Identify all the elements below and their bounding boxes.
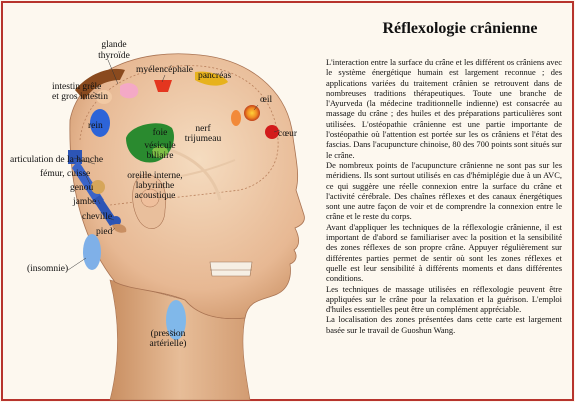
head-shape xyxy=(69,53,305,320)
label-pression: (pression xyxy=(150,329,186,339)
zone-coeur xyxy=(265,125,279,139)
label-oreille-interne: oreille interne, xyxy=(127,171,183,181)
label-foie: foie xyxy=(152,128,168,138)
brain-outline xyxy=(79,65,279,206)
paragraph: Les techniques de massage utilisées en r… xyxy=(326,283,562,315)
paragraph: La localisation des zones présentées dan… xyxy=(326,314,562,335)
label-femur-cuisse: fémur, cuisse xyxy=(40,169,91,179)
paragraph: L'interaction entre la surface du crâne … xyxy=(326,57,562,160)
zone-gros-intestin xyxy=(75,68,125,100)
label-pied: pied xyxy=(96,227,113,237)
label-cheville: cheville xyxy=(82,212,113,222)
label-pancreas: pancréas xyxy=(198,71,232,81)
paragraph: Avant d'appliquer les techniques de la r… xyxy=(326,221,562,284)
label-oeil: œil xyxy=(260,95,273,105)
label-intestin-grele: intestin grêle xyxy=(52,82,102,92)
paragraph: De nombreux points de l'acupuncture crân… xyxy=(326,159,562,222)
zone-pression-arterielle xyxy=(166,300,186,340)
label-vesicule: vésicule xyxy=(144,141,176,151)
nerve-branch xyxy=(159,159,236,181)
label-gros-intestin: et gros intestin xyxy=(52,92,108,102)
zone-rein xyxy=(90,109,110,137)
label-glande: glande xyxy=(101,40,127,50)
zone-cheville xyxy=(111,216,121,226)
label-articulation-hanche: articulation de la hanche xyxy=(10,155,104,165)
zone-pied xyxy=(112,223,127,233)
zone-insomnie xyxy=(83,234,101,270)
label-biliaire: biliaire xyxy=(146,151,174,161)
label-insomnie: (insomnie) xyxy=(27,264,69,274)
zone-pancreas xyxy=(195,71,228,86)
label-rein: rein xyxy=(88,121,103,131)
teeth xyxy=(209,261,253,277)
label-thyroide: thyroïde xyxy=(98,51,130,61)
description-text: L'interaction entre la surface du crâne … xyxy=(326,57,562,335)
zone-cuisse xyxy=(72,160,104,205)
page-title: Réflexologie crânienne xyxy=(382,20,538,37)
zone-genou xyxy=(91,180,105,194)
zone-oeil xyxy=(244,105,260,121)
label-genou: genou xyxy=(70,183,94,193)
zone-intestin-grele xyxy=(96,90,112,104)
label-myelencephale: myélencéphale xyxy=(136,65,193,75)
label-nerf: nerf xyxy=(195,124,211,134)
label-jambe: jambe xyxy=(73,197,97,207)
label-arterielle: artérielle) xyxy=(149,339,187,349)
label-coeur: cœur xyxy=(278,129,297,139)
zone-oreille-interne xyxy=(140,188,160,208)
zone-vesicule xyxy=(152,146,168,158)
label-acoustique: acoustique xyxy=(134,191,176,201)
zone-thyroide xyxy=(120,83,139,99)
label-trijumeau: trijumeau xyxy=(184,134,222,144)
zone-oeil-secondary xyxy=(231,110,241,126)
leader-lines xyxy=(67,59,281,335)
label-labyrinthe: labyrinthe xyxy=(135,181,175,191)
zone-hanche xyxy=(68,150,82,164)
zone-myelencephale xyxy=(154,80,172,92)
